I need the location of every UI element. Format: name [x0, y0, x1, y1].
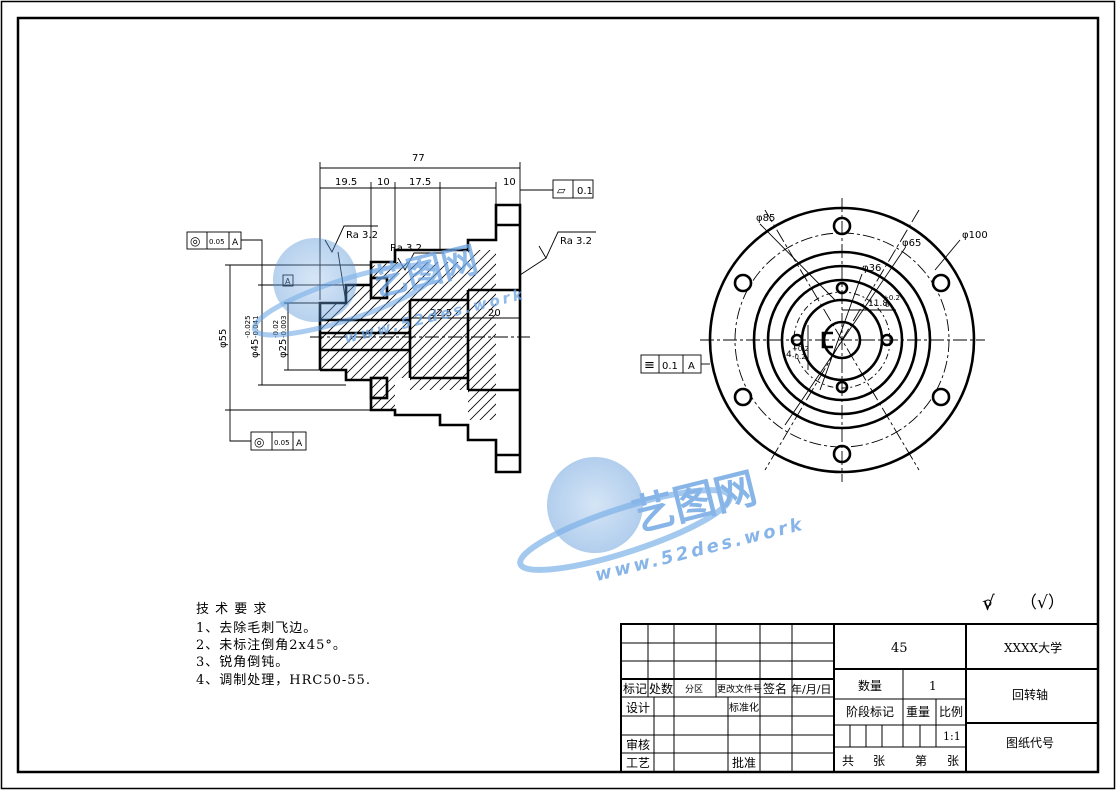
dim-bolt-circle: φ65 [902, 238, 921, 249]
tb-standardize: 标准化 [729, 701, 759, 714]
dim-flange-bore: 20 [488, 308, 501, 319]
concentricity-top-symbol: ◎ [190, 234, 200, 248]
tb-sheets-unit: 张 [873, 754, 885, 768]
concentricity-top-value: 0.05 [209, 238, 225, 246]
tb-review: 审核 [626, 737, 650, 752]
tech-requirement-4: 4、调制处理，HRC50-55. [196, 673, 371, 688]
dim-keyway-width-tol2: 0 [885, 301, 889, 309]
dim-dia-45-tol-upper: -0.025 [244, 315, 252, 338]
concentricity-frame-bottom: ◎ 0.05 A [229, 410, 307, 451]
surface-finish-symbol: √ （√） [982, 591, 1065, 615]
tb-approve: 批准 [732, 755, 756, 770]
title-block: 标记 处数 分区 更改文件号 签名 年/月/日 设计 标准化 审核 工艺 批准 … [620, 623, 1099, 773]
tb-scale-label: 比例 [939, 705, 963, 719]
flatness-frame: ▱ 0.1 [520, 179, 594, 199]
dim-seg1: 19.5 [335, 177, 357, 188]
concentricity-frame-top: ◎ 0.05 A [186, 231, 263, 285]
surface-finish-check-icon: √ [982, 591, 995, 615]
tb-header-sign: 签名 [763, 681, 787, 696]
tb-header-change-doc: 更改文件号 [717, 683, 762, 695]
tech-requirements-title: 技 术 要 求 [196, 602, 268, 617]
tb-header-count: 处数 [649, 681, 673, 696]
tech-requirement-1: 1、去除毛刺飞边。 [196, 621, 318, 636]
symmetry-datum: A [688, 361, 695, 372]
tb-sheet-no: 第 [915, 754, 927, 768]
concentricity-bottom-symbol: ◎ [254, 435, 264, 449]
watermark-2: 艺图网 www.52des.work [517, 457, 807, 586]
dim-seg3: 17.5 [409, 177, 431, 188]
tb-part-name: 回转轴 [1012, 687, 1048, 702]
dim-dia-25-tol-lower: -0.003 [280, 315, 288, 338]
tb-weight-label: 重量 [906, 705, 930, 719]
surface-finish-paren: （√） [1020, 593, 1065, 613]
dim-flange-thick: 10 [503, 177, 516, 188]
dim-bore-depth: 22.5 [430, 308, 452, 319]
symmetry-symbol: ≡ [644, 358, 655, 373]
flatness-symbol: ▱ [557, 184, 566, 197]
tb-header-zone: 分区 [685, 684, 703, 695]
dim-bolt-hole: φ85 [756, 213, 775, 224]
roughness-2: Ra 3.2 [390, 243, 422, 254]
side-dimensions: φ85 φ65 φ100 φ36 11.8 +0.2 0 4 +0.2 -0.2 [756, 213, 988, 426]
dim-keyway-width-tol: +0.2 [883, 294, 900, 302]
dim-inner: φ36 [862, 263, 881, 274]
tb-sheet-unit: 张 [947, 754, 959, 768]
concentricity-top-datum: A [232, 238, 239, 248]
tb-drawing-no: 图纸代号 [1006, 736, 1054, 750]
tech-requirement-2: 2、未标注倒角2x45°。 [196, 638, 347, 653]
tb-scale: 1:1 [943, 730, 961, 743]
tb-process: 工艺 [626, 756, 650, 770]
tb-quantity: 1 [929, 679, 937, 693]
tb-design: 设计 [626, 701, 650, 715]
dim-dia-25: φ25 [278, 339, 289, 358]
symmetry-frame: ≡ 0.1 A [640, 354, 710, 374]
dim-keyway-depth: 4 [786, 350, 792, 360]
concentricity-bottom-value: 0.05 [274, 439, 290, 447]
tb-header-date: 年/月/日 [791, 682, 831, 696]
side-view [700, 198, 985, 482]
dim-keyway-depth-tol: +0.2 [792, 345, 809, 353]
dim-dia-25-tol-upper: -0.02 [272, 320, 280, 338]
dim-seg2: 10 [377, 177, 390, 188]
inner-border [16, 16, 1100, 774]
dim-overall-length: 77 [412, 153, 425, 164]
dim-keyway-depth-tol2: -0.2 [792, 353, 806, 361]
tb-school: XXXX大学 [1004, 640, 1062, 655]
roughness-3: Ra 3.2 [560, 236, 592, 247]
dim-outer: φ100 [962, 230, 988, 241]
tb-stage-label: 阶段标记 [846, 704, 894, 719]
tb-sheets-total: 共 [842, 754, 854, 768]
dim-keyway-width: 11.8 [868, 299, 888, 309]
roughness-1: Ra 3.2 [346, 230, 378, 241]
concentricity-bottom-datum: A [296, 439, 303, 449]
dim-dia-45: φ45 [250, 339, 261, 358]
tb-quantity-label: 数量 [858, 678, 882, 693]
symmetry-value: 0.1 [662, 361, 678, 372]
tb-material: 45 [891, 641, 908, 656]
tb-header-mark: 标记 [623, 682, 647, 696]
flatness-value: 0.1 [577, 186, 593, 197]
tech-requirement-3: 3、锐角倒钝。 [196, 655, 290, 670]
dim-dia-55: φ55 [218, 329, 229, 348]
